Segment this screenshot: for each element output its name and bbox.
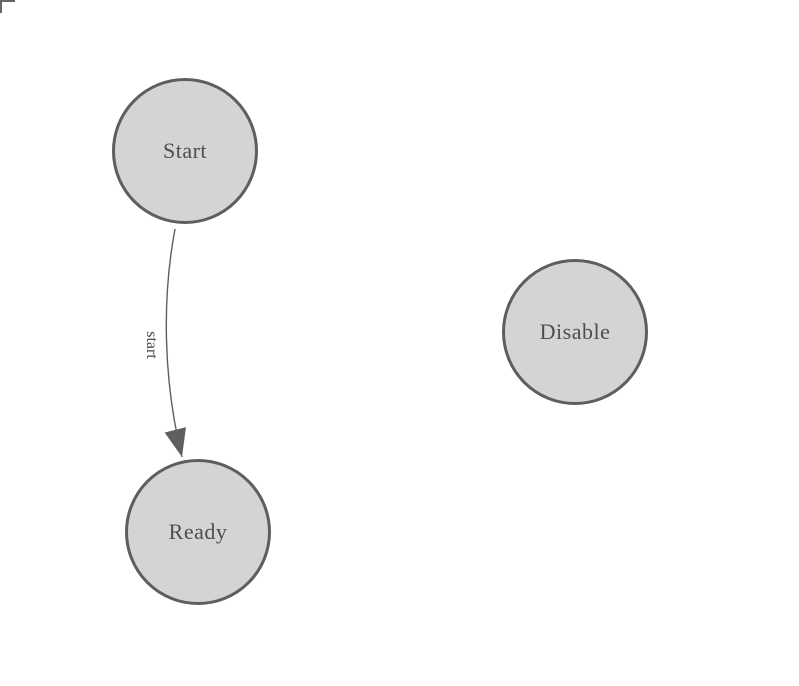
state-node-disable[interactable]: Disable <box>502 259 648 405</box>
transition-label-start[interactable]: start <box>143 331 160 359</box>
state-node-ready[interactable]: Ready <box>125 459 271 605</box>
paper-corner-mark <box>0 0 15 13</box>
transition-arrow-start-to-ready[interactable] <box>164 228 186 458</box>
state-node-start-label: Start <box>162 138 208 163</box>
state-node-ready-label: Ready <box>168 519 228 544</box>
state-node-start[interactable]: Start <box>112 78 258 224</box>
state-node-disable-label: Disable <box>539 319 611 344</box>
